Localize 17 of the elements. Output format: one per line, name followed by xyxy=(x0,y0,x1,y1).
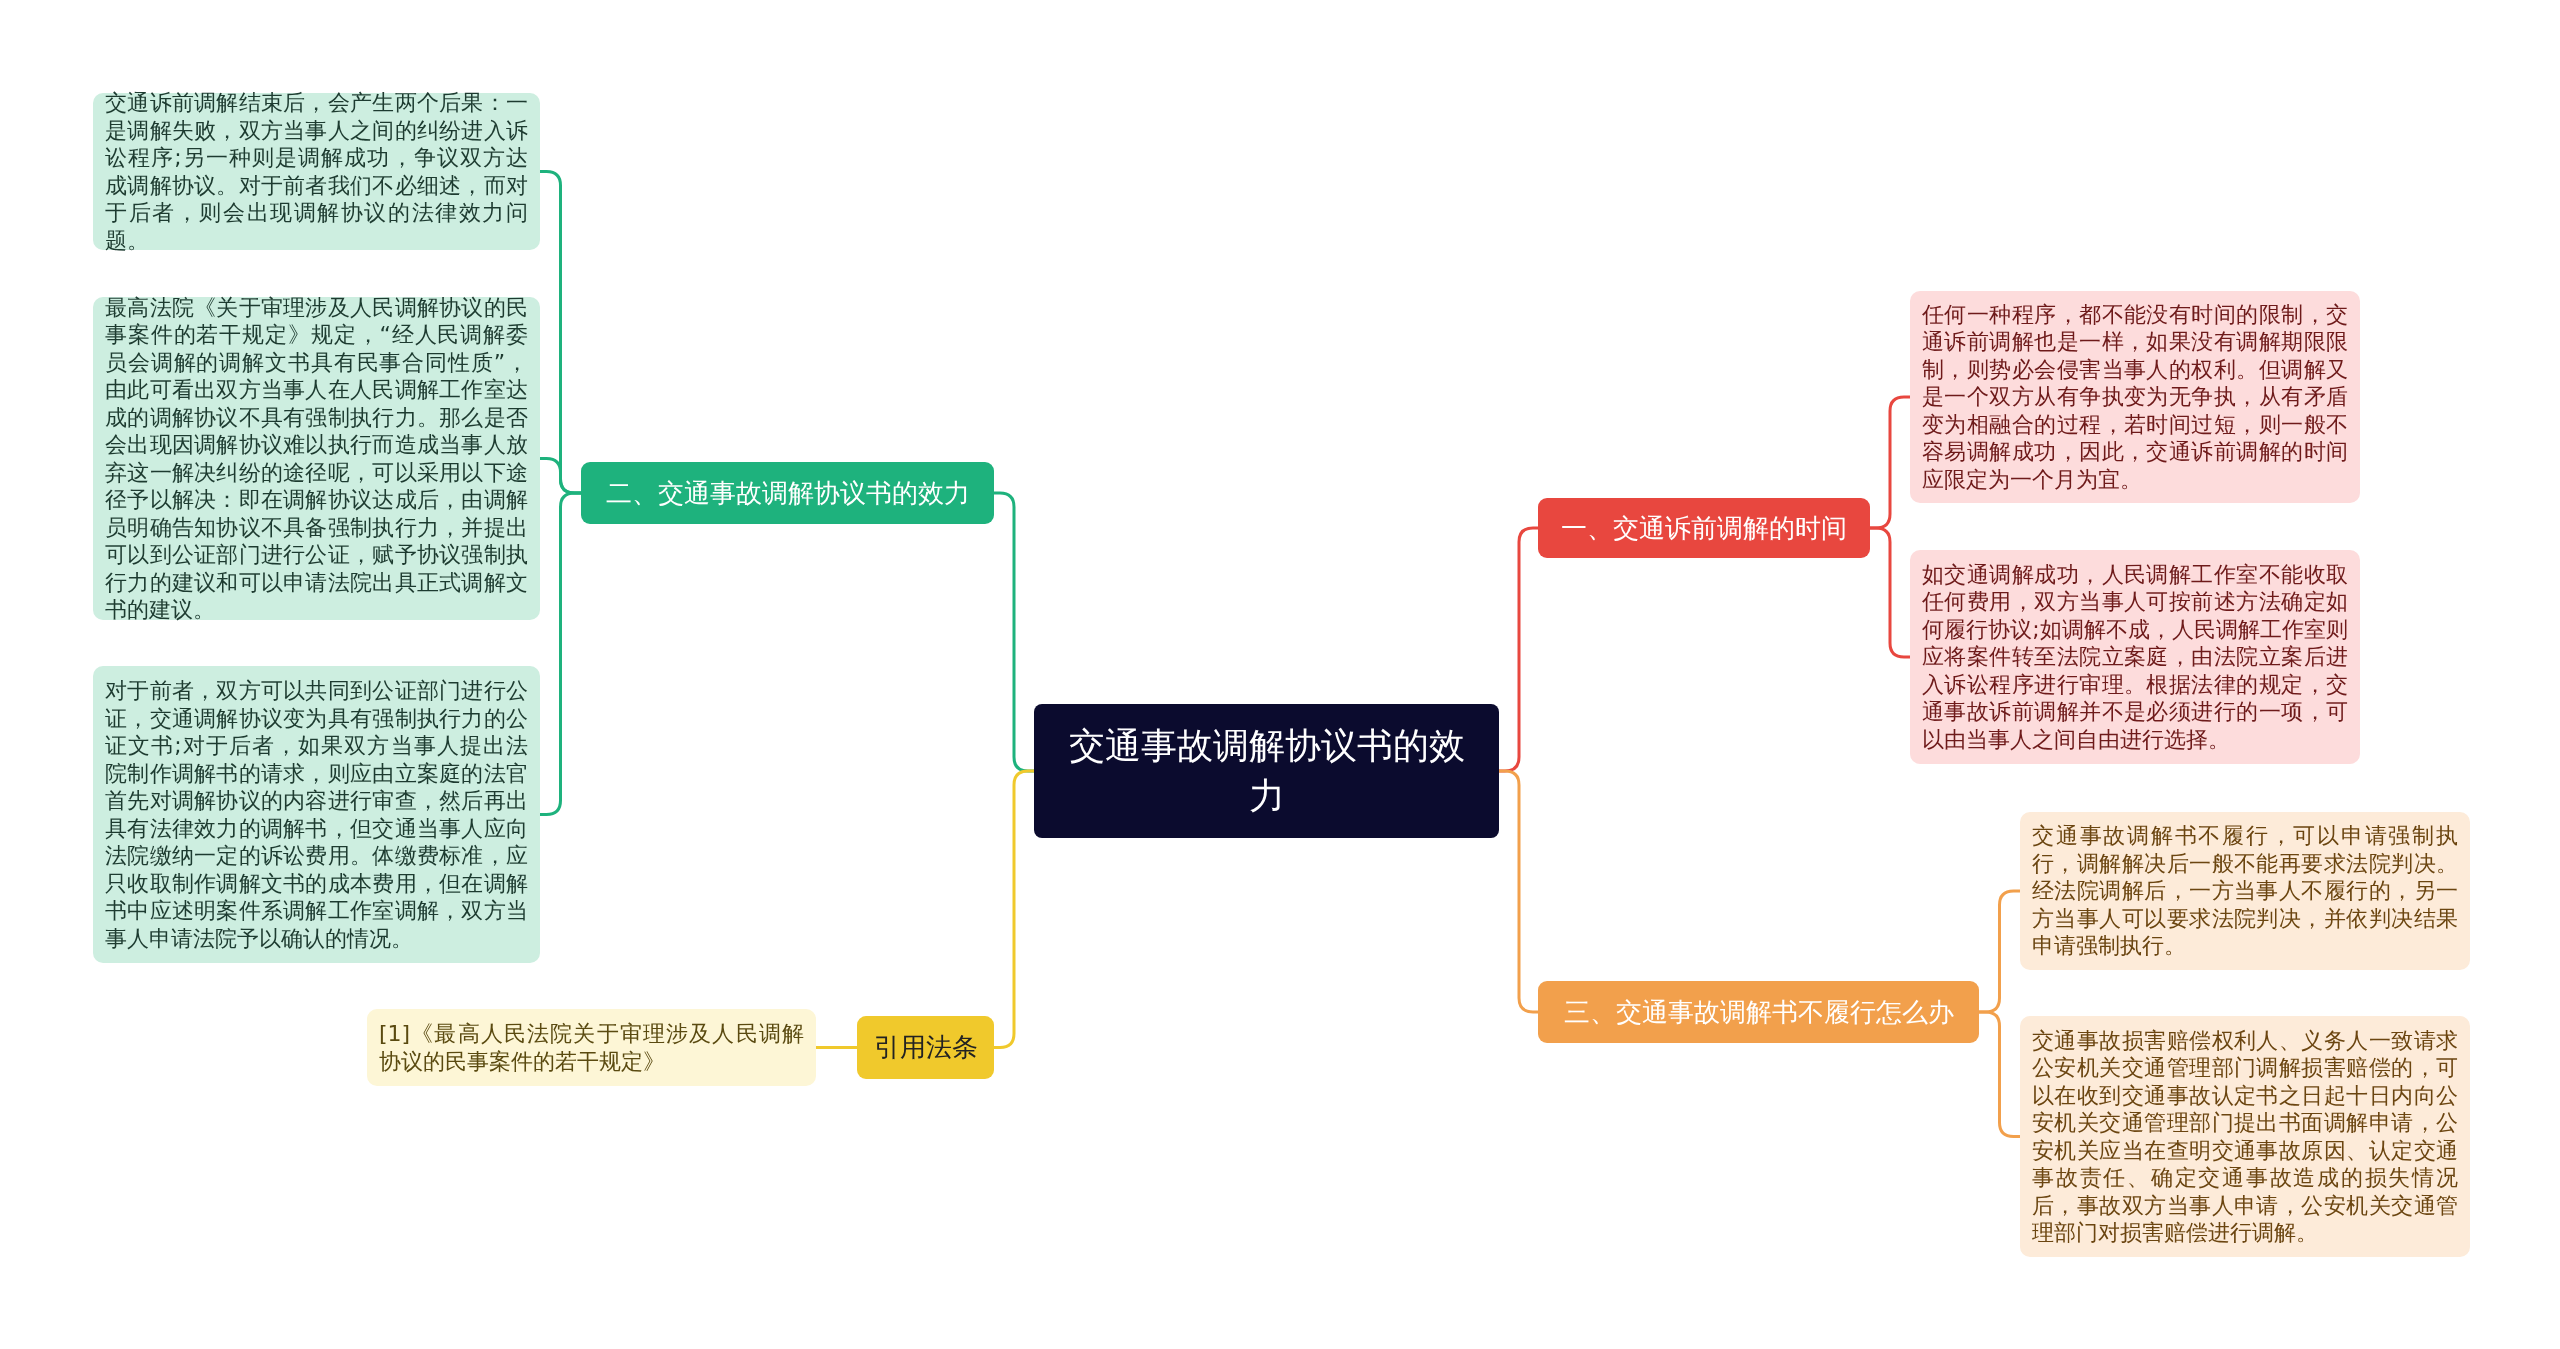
connector xyxy=(1979,1010,2020,1138)
note-box: 交通诉前调解结束后，会产生两个后果：一是调解失败，双方当事人之间的纠纷进入诉讼程序;另一种则是调解成功，争议双方达成调解协议。对于前者我们不必细述，而对于后者，则会出现调解协议的法律效力问题。 xyxy=(93,93,540,250)
branch-topic-box: 引用法条 xyxy=(857,1016,994,1079)
connector xyxy=(540,491,581,816)
note-box: 交通事故调解书不履行，可以申请强制执行，调解解决后一般不能再要求法院判决。经法院调解后，一方当事人不履行的，另一方当事人可以要求法院判决，并依判决结果申请强制执行。 xyxy=(2020,812,2470,970)
note-box: 对于前者，双方可以共同到公证部门进行公证，交通调解协议变为具有强制执行力的公证文书;对于后者，如果双方当事人提出法院制作调解书的请求，则应由立案庭的法官首先对调解协议的内容进行审查，然后再出具有法律效力的调解书，但交通当事人应向法院缴纳一定的诉讼费用。体缴费标准，应只收取制作调解文书的成本费用，但在调解书中应述明案件系调解工作室调解，双方当事人申请法院予以确认的情况。 xyxy=(93,666,540,963)
note-box: 如交通调解成功，人民调解工作室不能收取任何费用，双方当事人可按前述方法确定如何履行协议;如调解不成，人民调解工作室则应将案件转至法院立案庭，由法院立案后进入诉讼程序进行审理。根据法律的规定，交通事故诉前调解并不是必须进行的一项，可以由当事人之间自由进行选择。 xyxy=(1910,550,2360,764)
reference-box: [1]《最高人民法院关于审理涉及人民调解协议的民事案件的若干规定》 xyxy=(367,1009,816,1086)
note-box: 任何一种程序，都不能没有时间的限制，交通诉前调解也是一样，如果没有调解期限限制，则势必会侵害当事人的权利。但调解又是一个双方从有争执变为无争执，从有矛盾变为相融合的过程，若时间过短，则一般不容易调解成功，因此，交通诉前调解的时间应限定为一个月为宜。 xyxy=(1910,291,2360,503)
note-box: 交通事故损害赔偿权利人、义务人一致请求公安机关交通管理部门调解损害赔偿的，可以在收到交通事故认定书之日起十日内向公安机关交通管理部门提出书面调解申请，公安机关应当在查明交通事故原因、认定交通事故责任、确定交通事故造成的损失情况后，事故双方当事人申请，公安机关交通管理部门对损害赔偿进行调解。 xyxy=(2020,1016,2470,1257)
branch-topic-box: 二、交通事故调解协议书的效力 xyxy=(581,462,994,524)
branch-topic-box: 一、交通诉前调解的时间 xyxy=(1538,498,1870,558)
connector xyxy=(1499,769,1538,1014)
branch-topic-box: 三、交通事故调解书不履行怎么办 xyxy=(1538,981,1979,1043)
connector xyxy=(816,1046,857,1049)
note-box: 最高法院《关于审理涉及人民调解协议的民事案件的若干规定》规定，“经人民调解委员会调解的调解文书具有民事合同性质”，由此可看出双方当事人在人民调解工作室达成的调解协议不具有强制执行力。那么是否会出现因调解协议难以执行而造成当事人放弃这一解决纠纷的途径呢，可以采用以下途径予以解决：即在调解协议达成后，由调解员明确告知协议不具备强制执行力，并提出可以到公证部门进行公证，赋予协议强制执行力的建议和可以申请法院出具正式调解文书的建议。 xyxy=(93,297,540,620)
central-topic-box: 交通事故调解协议书的效力 xyxy=(1034,704,1499,838)
